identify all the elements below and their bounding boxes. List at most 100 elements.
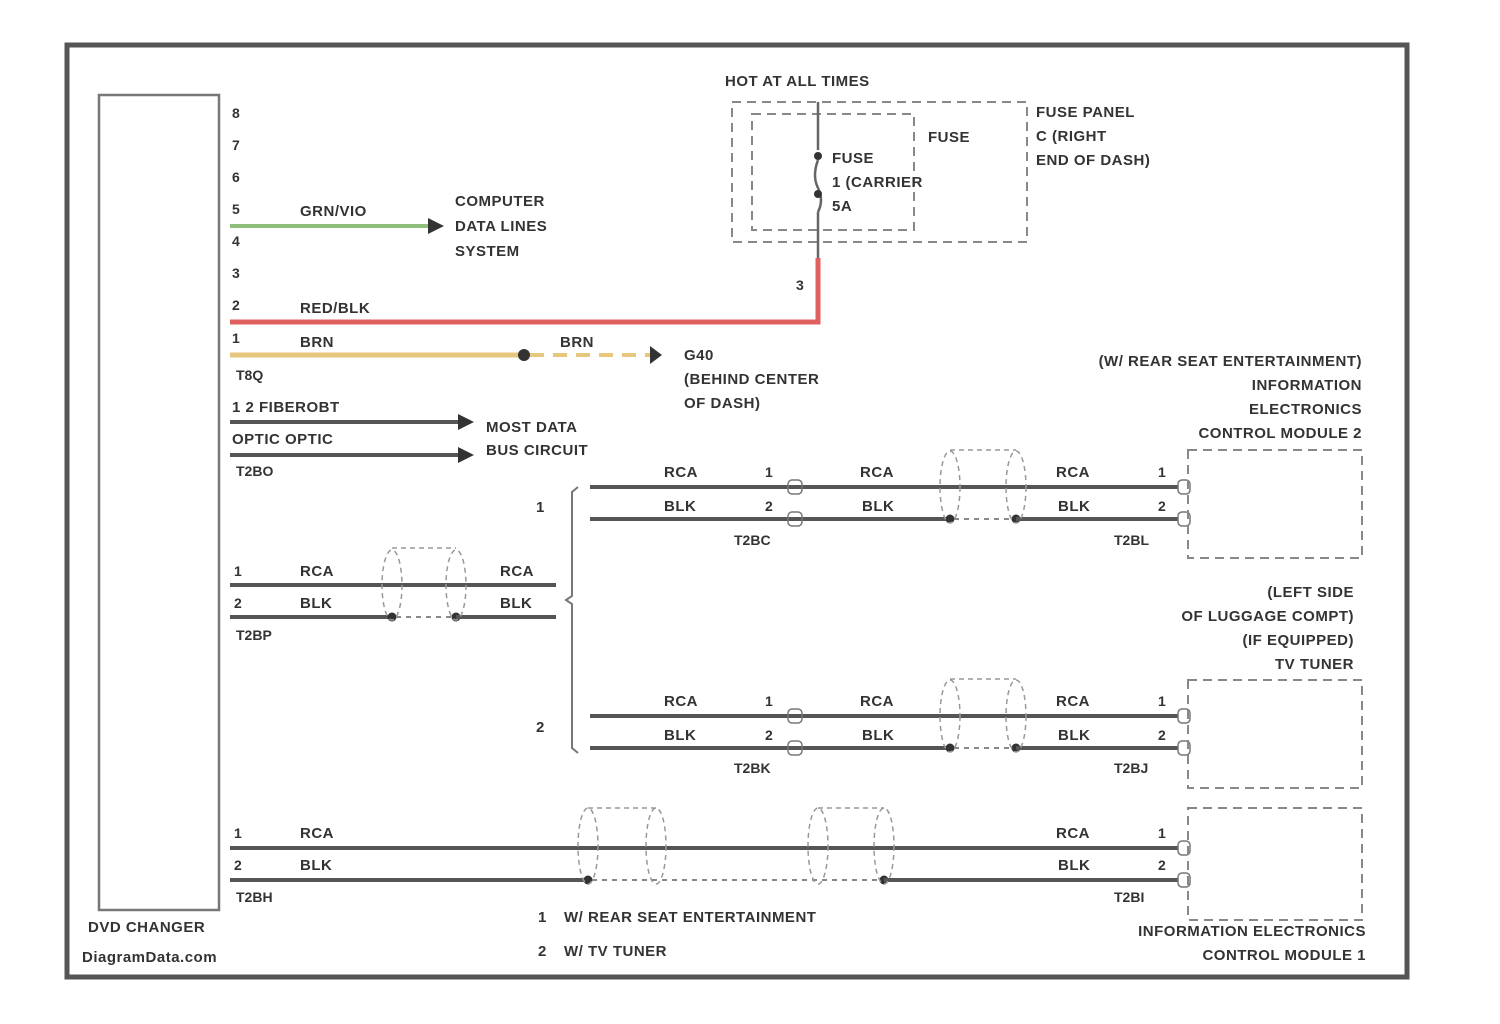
watermark: DiagramData.com [82,949,217,966]
fuse-node-top [814,152,822,160]
fuse-panel-box [732,102,1027,242]
rse-module-4: CONTROL MODULE 2 [1198,425,1362,442]
tv-tuner-3: (IF EQUIPPED) [1242,632,1354,649]
b2-pin-1a: 1 [765,693,773,709]
diagram-frame [67,45,1407,977]
fuse-box-label: FUSE [928,129,970,146]
fiber-arrow-1 [458,414,474,430]
ground-label-2: (BEHIND CENTER [684,371,819,388]
b2-rca-c: RCA [1056,693,1090,710]
note-1-text: W/ REAR SEAT ENTERTAINMENT [564,909,816,926]
info-module-1-box [1188,808,1362,920]
b2-blk-a: BLK [664,727,696,744]
fuse-panel-1: FUSE PANEL [1036,104,1135,121]
note-1-num: 1 [538,909,547,926]
branch-1: 1 [536,499,545,516]
bottom-pin-2b: 2 [1158,857,1166,873]
computer-data-2: DATA LINES [455,218,547,235]
branch-bracket [566,487,578,753]
t2bp-blk-a: BLK [300,595,332,612]
b2-blk-c: BLK [1058,727,1090,744]
computer-data-1: COMPUTER [455,193,545,210]
connector-t2bp: T2BP [236,627,272,643]
connector-t2bl: T2BL [1114,532,1149,548]
fuse-line-2: 1 (CARRIER [832,174,923,191]
b1-blk-b: BLK [862,498,894,515]
grn-vio-label: GRN/VIO [300,203,367,220]
rse-module-2: INFORMATION [1252,377,1362,394]
bottom-rca-b: RCA [1056,825,1090,842]
hot-at-all-times: HOT AT ALL TIMES [725,73,870,90]
pin-2: 2 [232,297,240,313]
b2-pin-2a: 2 [765,727,773,743]
fuse-pin: 3 [796,277,804,293]
fuse-element [815,160,821,212]
note-2-text: W/ TV TUNER [564,943,667,960]
pin-3: 3 [232,265,240,281]
fuse-panel-2: C (RIGHT [1036,128,1107,145]
connector-t2bi: T2BI [1114,889,1144,905]
fiber-dest-2: BUS CIRCUIT [486,442,588,459]
ground-label-1: G40 [684,347,714,364]
bottom-circuit [230,808,1190,887]
t2bp-rca-b: RCA [500,563,534,580]
fuse-panel-3: END OF DASH) [1036,152,1150,169]
b1-rca-c: RCA [1056,464,1090,481]
t2bp-pin-2: 2 [234,595,242,611]
tv-tuner-1: (LEFT SIDE [1267,584,1354,601]
rse-module-1: (W/ REAR SEAT ENTERTAINMENT) [1099,353,1362,370]
brn2-label: BRN [560,334,594,351]
pin-1: 1 [232,330,240,346]
tv-tuner-4: TV TUNER [1275,656,1354,673]
b2-blk-b: BLK [862,727,894,744]
t2bp-pin-1: 1 [234,563,242,579]
b1-blk-a: BLK [664,498,696,515]
fiber-label-1: 1 2 FIBEROBT [232,399,340,416]
bottom-blk-a: BLK [300,857,332,874]
fuse-line-1: FUSE [832,150,874,167]
b1-pin-1b: 1 [1158,464,1166,480]
info-module-2-box [1188,450,1362,558]
bottom-pin-1a: 1 [234,825,242,841]
b1-pin-2a: 2 [765,498,773,514]
t2bp-blk-b: BLK [500,595,532,612]
connector-t2bj: T2BJ [1114,760,1148,776]
b2-rca-b: RCA [860,693,894,710]
fiber-dest-1: MOST DATA [486,419,577,436]
b1-rca-a: RCA [664,464,698,481]
connector-t8q: T8Q [236,367,263,383]
info-module-1-line-2: CONTROL MODULE 1 [1202,947,1366,964]
info-module-1-line-1: INFORMATION ELECTRONICS [1138,923,1366,940]
dvd-changer-label: DVD CHANGER [88,919,205,936]
tv-tuner-2: OF LUGGAGE COMPT) [1181,608,1354,625]
b2-pin-1b: 1 [1158,693,1166,709]
connector-t2bh: T2BH [236,889,273,905]
b1-pin-1a: 1 [765,464,773,480]
grn-vio-arrow [428,218,444,234]
fiber-label-2: OPTIC OPTIC [232,431,333,448]
fiber-arrow-2 [458,447,474,463]
ground-label-3: OF DASH) [684,395,761,412]
red-blk-label: RED/BLK [300,300,370,317]
pin-7: 7 [232,137,240,153]
computer-data-3: SYSTEM [455,243,520,260]
dvd-changer-box [99,95,219,910]
pin-8: 8 [232,105,240,121]
fiber-connector: T2BO [236,463,273,479]
brn-label: BRN [300,334,334,351]
t2bp-rca-a: RCA [300,563,334,580]
fuse-node-bottom [814,190,822,198]
fuse-line-3: 5A [832,198,852,215]
connector-t2bc: T2BC [734,532,771,548]
connector-t2bk: T2BK [734,760,771,776]
b2-rca-a: RCA [664,693,698,710]
pin-5: 5 [232,201,240,217]
ground-symbol [650,346,662,364]
brn-splice [518,349,530,361]
b2-pin-2b: 2 [1158,727,1166,743]
bottom-pin-1b: 1 [1158,825,1166,841]
rse-module-3: ELECTRONICS [1249,401,1362,418]
bottom-rca-a: RCA [300,825,334,842]
pin-4: 4 [232,233,240,249]
